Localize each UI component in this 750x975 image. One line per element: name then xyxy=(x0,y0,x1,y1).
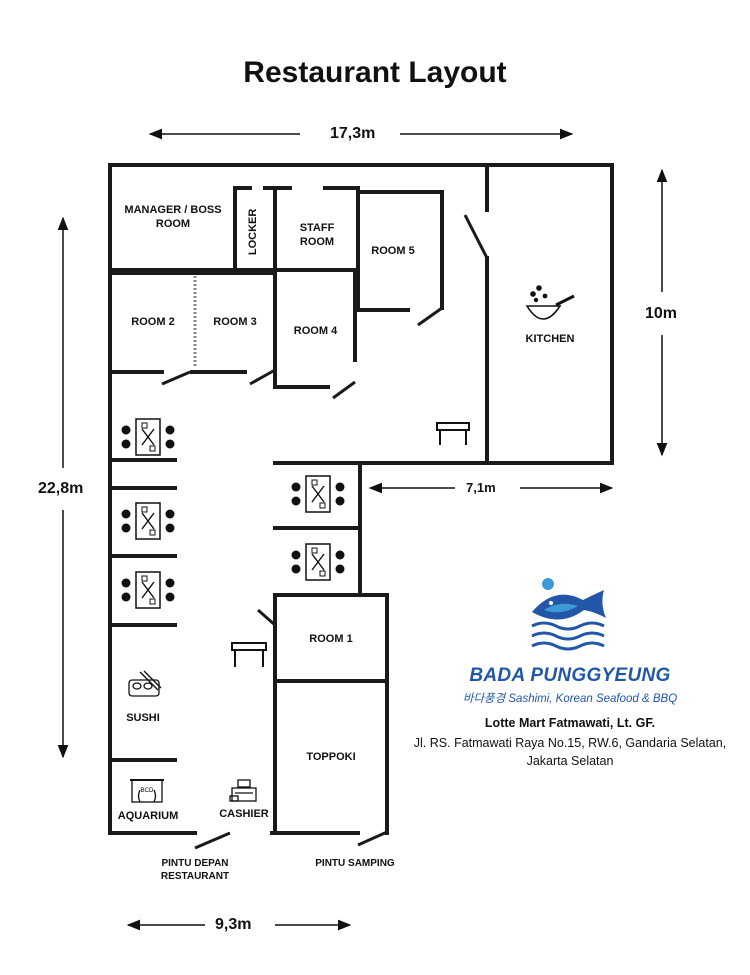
door-label-front: PINTU DEPAN RESTAURANT xyxy=(160,858,230,882)
room-label-room2: ROOM 2 xyxy=(131,316,175,328)
room-label-sushi: SUSHI xyxy=(126,712,160,724)
dining-table-icon xyxy=(291,475,345,513)
dimension-arrows xyxy=(57,128,668,931)
dining-table-icon xyxy=(121,571,175,609)
doors xyxy=(161,214,489,850)
room-label-manager: MANAGER / BOSS ROOM xyxy=(124,204,222,230)
table-icon xyxy=(436,422,470,445)
brand-logo xyxy=(531,578,606,651)
room-label-room5: ROOM 5 xyxy=(371,245,415,257)
wok-icon xyxy=(525,285,575,320)
aquarium-icon xyxy=(130,779,164,803)
room-label-room1: ROOM 1 xyxy=(309,633,353,645)
room-label-room3: ROOM 3 xyxy=(213,316,257,328)
walls xyxy=(108,163,614,835)
room-label-room4: ROOM 4 xyxy=(293,325,338,337)
aquarium-tag: BCD xyxy=(141,788,154,794)
dimension-bottom-width: 9,3m xyxy=(215,916,252,934)
dimension-total-width: 17,3m xyxy=(330,125,376,143)
room-label-locker: LOCKER xyxy=(247,208,260,256)
brand-tagline: 바다풍경 Sashimi, Korean Seafood & BBQ xyxy=(462,693,678,705)
table-icon xyxy=(231,642,267,667)
room-label-kitchen: KITCHEN xyxy=(525,333,575,345)
sushi-icon xyxy=(128,670,162,697)
room-label-cashier: CASHIER xyxy=(219,808,269,820)
dimension-right-height: 10m xyxy=(645,305,678,323)
dimension-kitchen-width: 7,1m xyxy=(466,480,496,495)
address-line1: Lotte Mart Fatmawati, Lt. GF. xyxy=(484,716,656,730)
dining-table-icon xyxy=(121,418,175,456)
room-label-toppoki: TOPPOKI xyxy=(306,751,356,763)
dining-table-icon xyxy=(291,543,345,581)
room-label-aquarium: AQUARIUM xyxy=(117,810,179,822)
cash-register-icon xyxy=(229,779,257,802)
address-line2: Jl. RS. Fatmawati Raya No.15, RW.6, Gand… xyxy=(413,736,727,750)
dining-table-icon xyxy=(121,502,175,540)
door-label-side: PINTU SAMPING xyxy=(315,858,395,869)
brand-name: BADA PUNGGYEUNG xyxy=(469,665,671,686)
address-line3: Jakarta Selatan xyxy=(526,754,614,768)
dimension-total-height: 22,8m xyxy=(38,480,84,498)
page-title: Restaurant Layout xyxy=(243,56,507,89)
room-label-staff: STAFF ROOM xyxy=(299,222,335,248)
